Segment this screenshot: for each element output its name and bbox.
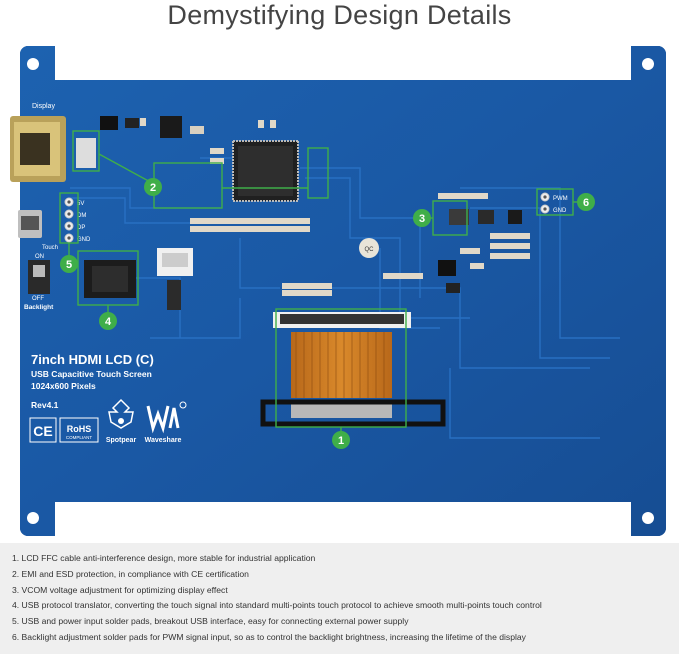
note-item: 1. LCD FFC cable anti-interference desig… (12, 553, 316, 563)
svg-text:ON: ON (35, 254, 44, 260)
passive-components (140, 118, 530, 296)
pcb-traces (70, 157, 620, 439)
svg-text:5: 5 (66, 259, 72, 271)
product-resolution: 1024x600 Pixels (31, 381, 96, 391)
svg-text:5V: 5V (77, 201, 84, 207)
spotpear-logo: Spotpear (106, 398, 137, 444)
product-name: 7inch HDMI LCD (C) (31, 352, 154, 367)
hdmi-port (10, 116, 66, 182)
waveshare-logo: Waveshare (145, 401, 187, 444)
svg-text:OFF: OFF (32, 296, 44, 302)
svg-text:Waveshare: Waveshare (145, 437, 182, 444)
callout-badge-6 (577, 193, 595, 211)
callout-badge-2 (144, 178, 162, 196)
label-display: Display (32, 103, 55, 110)
note-item: 6. Backlight adjustment solder pads for … (12, 631, 526, 642)
micro-usb-port (18, 210, 42, 238)
qc-sticker (359, 238, 379, 258)
page-title: Demystifying Design Details (167, 0, 512, 30)
mount-hole (642, 512, 654, 524)
mount-hole (27, 512, 39, 524)
svg-text:GND: GND (553, 208, 567, 214)
svg-text:6: 6 (583, 197, 589, 209)
product-subtitle: USB Capacitive Touch Screen (31, 369, 152, 379)
svg-text:Backlight: Backlight (24, 304, 54, 311)
mount-hole (27, 58, 39, 70)
lcd-ffc-cable (260, 312, 446, 427)
callout-badge-4 (99, 312, 117, 330)
callout-badge-3 (413, 209, 431, 227)
svg-text:CE: CE (33, 423, 52, 439)
svg-text:4: 4 (105, 316, 112, 328)
ce-mark: CE (29, 417, 57, 443)
main-ic (232, 140, 299, 202)
note-item: 4. USB protocol translator, converting t… (12, 600, 542, 611)
callout-badge-1 (332, 431, 350, 449)
svg-text:RoHS: RoHS (67, 424, 92, 434)
note-item: 5. USB and power input solder pads, brea… (12, 616, 409, 627)
pwm-pads (540, 192, 550, 214)
usb-power-pads (64, 197, 74, 243)
pcb-board (20, 46, 666, 536)
svg-text:2: 2 (150, 182, 156, 194)
rohs-mark: RoHS COMPLIANT (59, 417, 99, 443)
svg-text:Spotpear: Spotpear (106, 437, 137, 444)
callout-badge-5 (60, 255, 78, 273)
backlight-switch (28, 260, 50, 294)
note-item: 2. EMI and ESD protection, in compliance… (12, 568, 249, 579)
svg-text:COMPLIANT: COMPLIANT (66, 435, 93, 440)
label-touch: Touch (42, 245, 58, 251)
svg-text:DP: DP (77, 225, 85, 231)
mount-hole (642, 58, 654, 70)
revision-label: Rev4.1 (31, 400, 59, 410)
callout-frames (59, 130, 578, 434)
feature-notes: 1. LCD FFC cable anti-interference desig… (0, 543, 679, 654)
svg-text:PWM: PWM (553, 196, 568, 202)
note-item: 3. VCOM voltage adjustment for optimizin… (12, 584, 228, 595)
svg-text:QC: QC (365, 247, 375, 253)
svg-text:DM: DM (77, 213, 86, 219)
svg-text:1: 1 (338, 435, 344, 447)
pcb-photo: Display (0, 38, 679, 543)
svg-text:3: 3 (419, 213, 425, 225)
svg-text:GND: GND (77, 237, 91, 243)
